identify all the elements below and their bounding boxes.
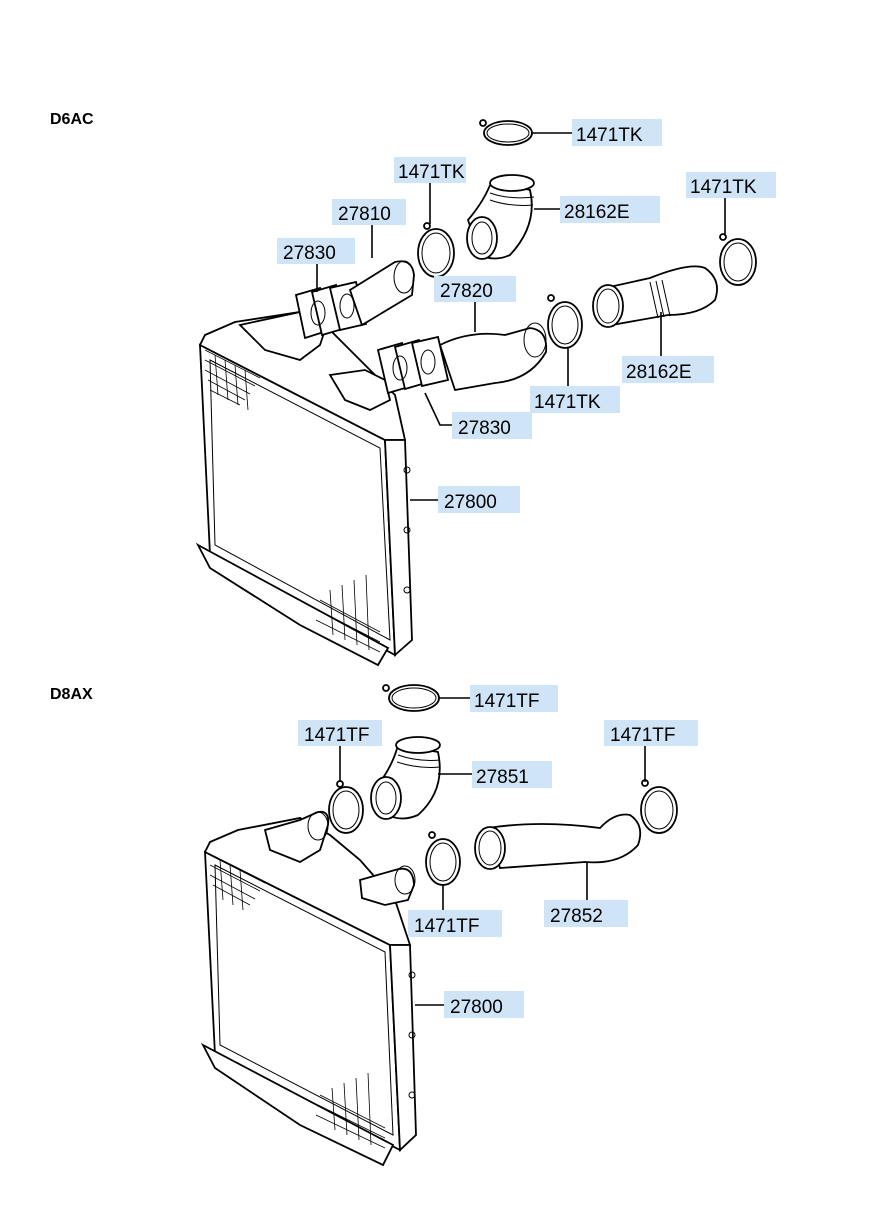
pipe-lower-drawing-d6ac	[438, 327, 548, 392]
engine-code-d6ac: D6AC	[50, 111, 94, 128]
label-clamp-right-d8ax: 1471TF	[610, 725, 675, 746]
clamp-left-d6ac	[417, 222, 455, 278]
label-intercooler-d8ax: 27800	[450, 997, 503, 1018]
label-pipe-upper-d6ac: 27810	[338, 204, 391, 225]
hose-elbow-drawing-d6ac	[466, 174, 535, 260]
flange-lower-d6ac	[376, 335, 450, 395]
clamp-right-d6ac	[719, 233, 757, 286]
clamp-top-d8ax	[382, 684, 440, 712]
clamp-top-d6ac	[479, 119, 533, 146]
clamp-mid-d6ac	[547, 294, 583, 349]
label-clamp-top-d8ax: 1471TF	[474, 691, 539, 712]
hose-long-drawing-d8ax	[474, 813, 642, 870]
intercooler-drawing-d8ax	[200, 810, 417, 1167]
label-intercooler-d6ac: 27800	[444, 492, 497, 513]
label-clamp-mid-d6ac: 1471TK	[534, 392, 601, 413]
hose-long-drawing-d6ac	[592, 265, 718, 328]
clamp-left-d8ax	[328, 780, 364, 834]
label-hose-long-d6ac: 28162E	[626, 362, 692, 383]
label-gasket-lower-d6ac: 27830	[458, 418, 511, 439]
label-clamp-right-d6ac: 1471TK	[690, 177, 757, 198]
label-gasket-upper-d6ac: 27830	[283, 243, 336, 264]
label-clamp-left-d6ac: 1471TK	[398, 162, 465, 183]
label-hose-long-d8ax: 27852	[550, 906, 603, 927]
hose-elbow-drawing-d8ax	[370, 736, 441, 820]
intercooler-drawing-d6ac	[195, 298, 413, 667]
label-clamp-top-d6ac: 1471TK	[576, 125, 643, 146]
label-hose-elbow-d6ac: 28162E	[564, 202, 630, 223]
clamp-mid-d8ax	[425, 831, 461, 886]
clamp-right-d8ax	[640, 779, 678, 834]
label-clamp-left-d8ax: 1471TF	[304, 725, 369, 746]
engine-code-d8ax: D8AX	[50, 686, 93, 703]
label-hose-elbow-d8ax: 27851	[476, 767, 529, 788]
label-pipe-lower-d6ac: 27820	[440, 281, 493, 302]
label-clamp-mid-d8ax: 1471TF	[414, 916, 479, 937]
